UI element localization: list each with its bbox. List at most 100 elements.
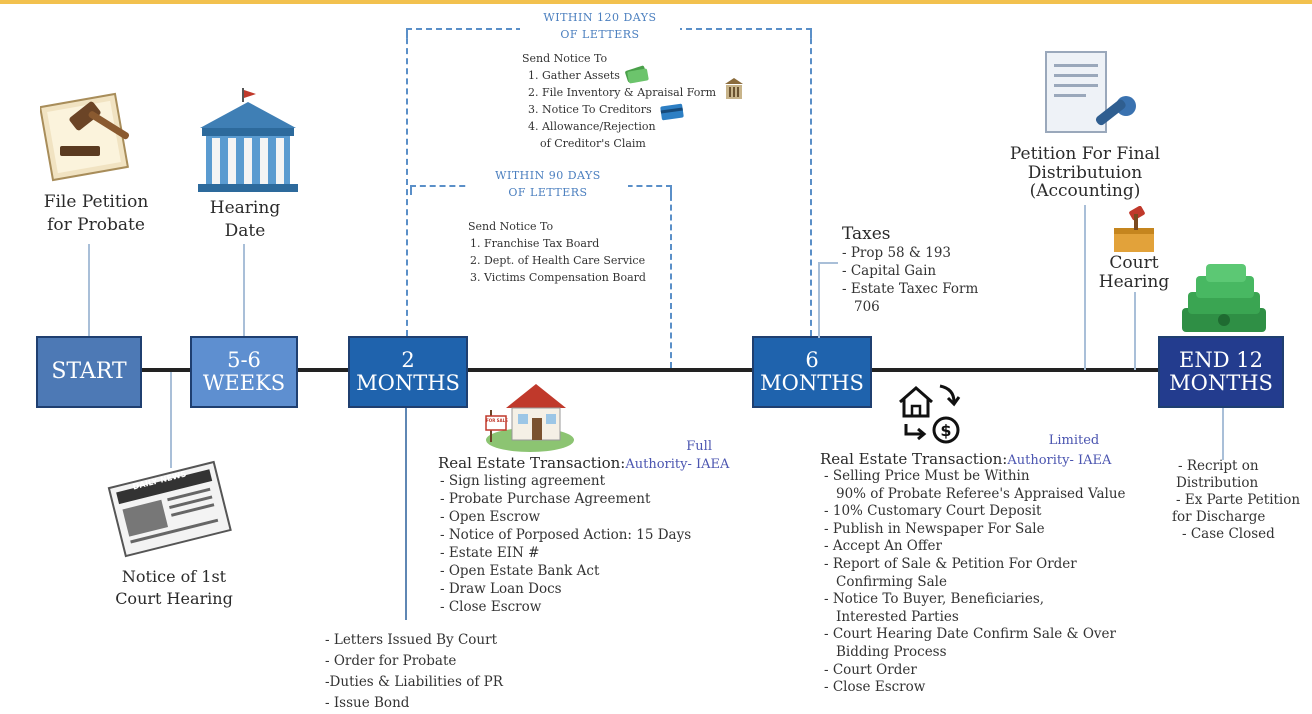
- bracket-120-left: [406, 28, 408, 336]
- two-month-item: - Letters Issued By Court: [325, 632, 497, 648]
- two-month-item: - Order for Probate: [325, 653, 457, 669]
- taxes-item: - Estate Taxec Form: [842, 281, 979, 297]
- within-90-item: 1. Franchise Tax Board: [470, 237, 600, 251]
- re-limited-item: - Publish in Newspaper For Sale: [824, 520, 1045, 537]
- phase-end-12-months: END 12 MONTHS: [1158, 336, 1284, 408]
- connector-file-petition: [88, 244, 90, 336]
- taxes-item: - Prop 58 & 193: [842, 245, 951, 261]
- re-limited-item: - Accept An Offer: [824, 538, 942, 555]
- within-120-header-line1: WITHIN 120 DAYS: [543, 11, 657, 24]
- cash-icon: [625, 65, 649, 84]
- taxes-section: Taxes - Prop 58 & 193 - Capital Gain - E…: [842, 224, 1022, 316]
- phase-weeks-line2: WEEKS: [202, 371, 286, 395]
- end-list: - Recript on Distribution - Ex Parte Pet…: [1172, 458, 1308, 543]
- connector-hearing-date: [243, 244, 245, 336]
- within-90-list: Send Notice To 1. Franchise Tax Board 2.…: [468, 218, 668, 286]
- house-dollar-icon: $: [899, 384, 961, 444]
- label-file-petition: File Petition for Probate: [43, 192, 149, 235]
- within-120-header: WITHIN 120 DAYS OF LETTERS: [520, 10, 680, 43]
- within-120-header-line2: OF LETTERS: [560, 27, 640, 41]
- within-120-item: 1. Gather Assets: [528, 69, 620, 83]
- top-accent-bar: [0, 0, 1312, 4]
- within-120-item: of Creditor's Claim: [540, 137, 646, 151]
- within-90-header-line1: WITHIN 90 DAYS: [495, 169, 601, 182]
- label-court-hearing: Court Hearing: [1098, 253, 1170, 292]
- within-120-item: 2. File Inventory & Apraisal Form: [528, 86, 717, 100]
- within-120-item: 4. Allowance/Rejection: [528, 120, 656, 134]
- re-limited-item: Interested Parties: [836, 608, 959, 625]
- connector-2m-bottom: [405, 408, 407, 620]
- within-120-list: Send Notice To 1. Gather Assets 2. File …: [522, 50, 752, 152]
- re-full-item: - Estate EIN #: [440, 545, 540, 561]
- re-full-section: Real Estate Transaction:Authority- IAEA …: [438, 454, 778, 616]
- full-authority-label: Full: [610, 440, 780, 454]
- courthouse-icon: [198, 88, 298, 192]
- re-full-title: Real Estate Transaction:: [438, 454, 626, 472]
- re-full-item: - Draw Loan Docs: [440, 581, 562, 597]
- connector-petition-final: [1084, 205, 1086, 370]
- phase-5-6-weeks: 5-6 WEEKS: [190, 336, 298, 408]
- timeline-axis: [140, 368, 1160, 372]
- phase-2m-line1: 2: [401, 347, 415, 372]
- taxes-title: Taxes: [842, 224, 891, 244]
- re-full-item: - Notice of Porposed Action: 15 Days: [440, 527, 692, 543]
- full-authority-line1: Full: [686, 439, 712, 454]
- two-month-bottom-list: - Letters Issued By Court - Order for Pr…: [325, 630, 545, 714]
- building-icon: [725, 78, 743, 99]
- re-limited-authority: Authority- IAEA: [1007, 453, 1112, 468]
- re-limited-title: Real Estate Transaction:: [820, 450, 1008, 468]
- re-limited-item: - Court Hearing Date Confirm Sale & Over: [824, 626, 1117, 643]
- phase-end-line2: MONTHS: [1169, 371, 1273, 395]
- gavel-document-icon: [40, 92, 130, 182]
- end-item: - Case Closed: [1182, 526, 1275, 542]
- phase-6m-line1: 6: [805, 347, 819, 372]
- within-90-item: 3. Victims Compensation Board: [470, 271, 646, 285]
- connector-notice: [170, 372, 172, 468]
- end-item: for Discharge: [1172, 509, 1266, 525]
- house-for-sale-icon: [485, 384, 574, 452]
- re-limited-item: - Close Escrow: [824, 679, 926, 696]
- re-limited-item: - Court Order: [824, 661, 917, 678]
- svg-text:$: $: [940, 421, 951, 440]
- re-limited-item: Bidding Process: [836, 643, 947, 660]
- connector-court-hearing: [1134, 292, 1136, 370]
- re-limited-section: Real Estate Transaction:Authority- IAEA …: [820, 450, 1160, 697]
- within-90-item: 2. Dept. of Health Care Service: [470, 254, 646, 268]
- end-item: - Ex Parte Petition: [1176, 492, 1301, 508]
- within-90-header: WITHIN 90 DAYS OF LETTERS: [468, 168, 628, 201]
- credit-card-icon: [660, 103, 684, 121]
- re-limited-item: - Notice To Buyer, Beneficiaries,: [824, 591, 1045, 608]
- taxes-item: 706: [854, 299, 880, 315]
- within-120-title: Send Notice To: [522, 52, 608, 65]
- label-notice-1st-hearing: Notice of 1st Court Hearing: [115, 567, 233, 608]
- phase-end-line1: END 12: [1179, 347, 1263, 372]
- taxes-item: - Capital Gain: [842, 263, 937, 279]
- label-petition-final: Petition For Final Distributuion (Accoun…: [1009, 144, 1161, 202]
- within-90-title: Send Notice To: [468, 220, 554, 233]
- re-limited-item: Confirming Sale: [836, 573, 947, 590]
- re-full-item: - Close Escrow: [440, 599, 542, 615]
- phase-6m-line2: MONTHS: [760, 371, 864, 395]
- phase-2m-line2: MONTHS: [356, 371, 460, 395]
- label-hearing-date: Hearing Date: [209, 198, 281, 241]
- for-sale-sign-text: FOR SALE: [486, 418, 508, 423]
- re-limited-item: 90% of Probate Referee's Appraised Value: [836, 485, 1126, 502]
- phase-start: START: [36, 336, 142, 408]
- bracket-120-right: [810, 28, 812, 336]
- re-full-authority: Authority- IAEA: [625, 457, 730, 472]
- bracket-90-right: [670, 185, 672, 368]
- re-full-item: - Probate Purchase Agreement: [440, 491, 651, 507]
- end-item: - Recript on: [1178, 458, 1259, 474]
- limited-authority-label: Limited: [1034, 434, 1114, 448]
- re-full-item: - Open Estate Bank Act: [440, 563, 600, 579]
- limited-authority-line1: Limited: [1048, 433, 1100, 448]
- re-limited-item: - Report of Sale & Petition For Order: [824, 555, 1077, 572]
- re-full-item: - Sign listing agreement: [440, 473, 606, 489]
- document-pen-icon: [1045, 51, 1136, 133]
- two-month-item: -Duties & Liabilities of PR: [325, 674, 503, 690]
- connector-end-bottom: [1222, 408, 1224, 460]
- within-120-item: 3. Notice To Creditors: [528, 103, 652, 117]
- end-item: Distribution: [1176, 475, 1259, 491]
- re-limited-item: - 10% Customary Court Deposit: [824, 503, 1042, 520]
- within-90-header-line2: OF LETTERS: [508, 185, 588, 199]
